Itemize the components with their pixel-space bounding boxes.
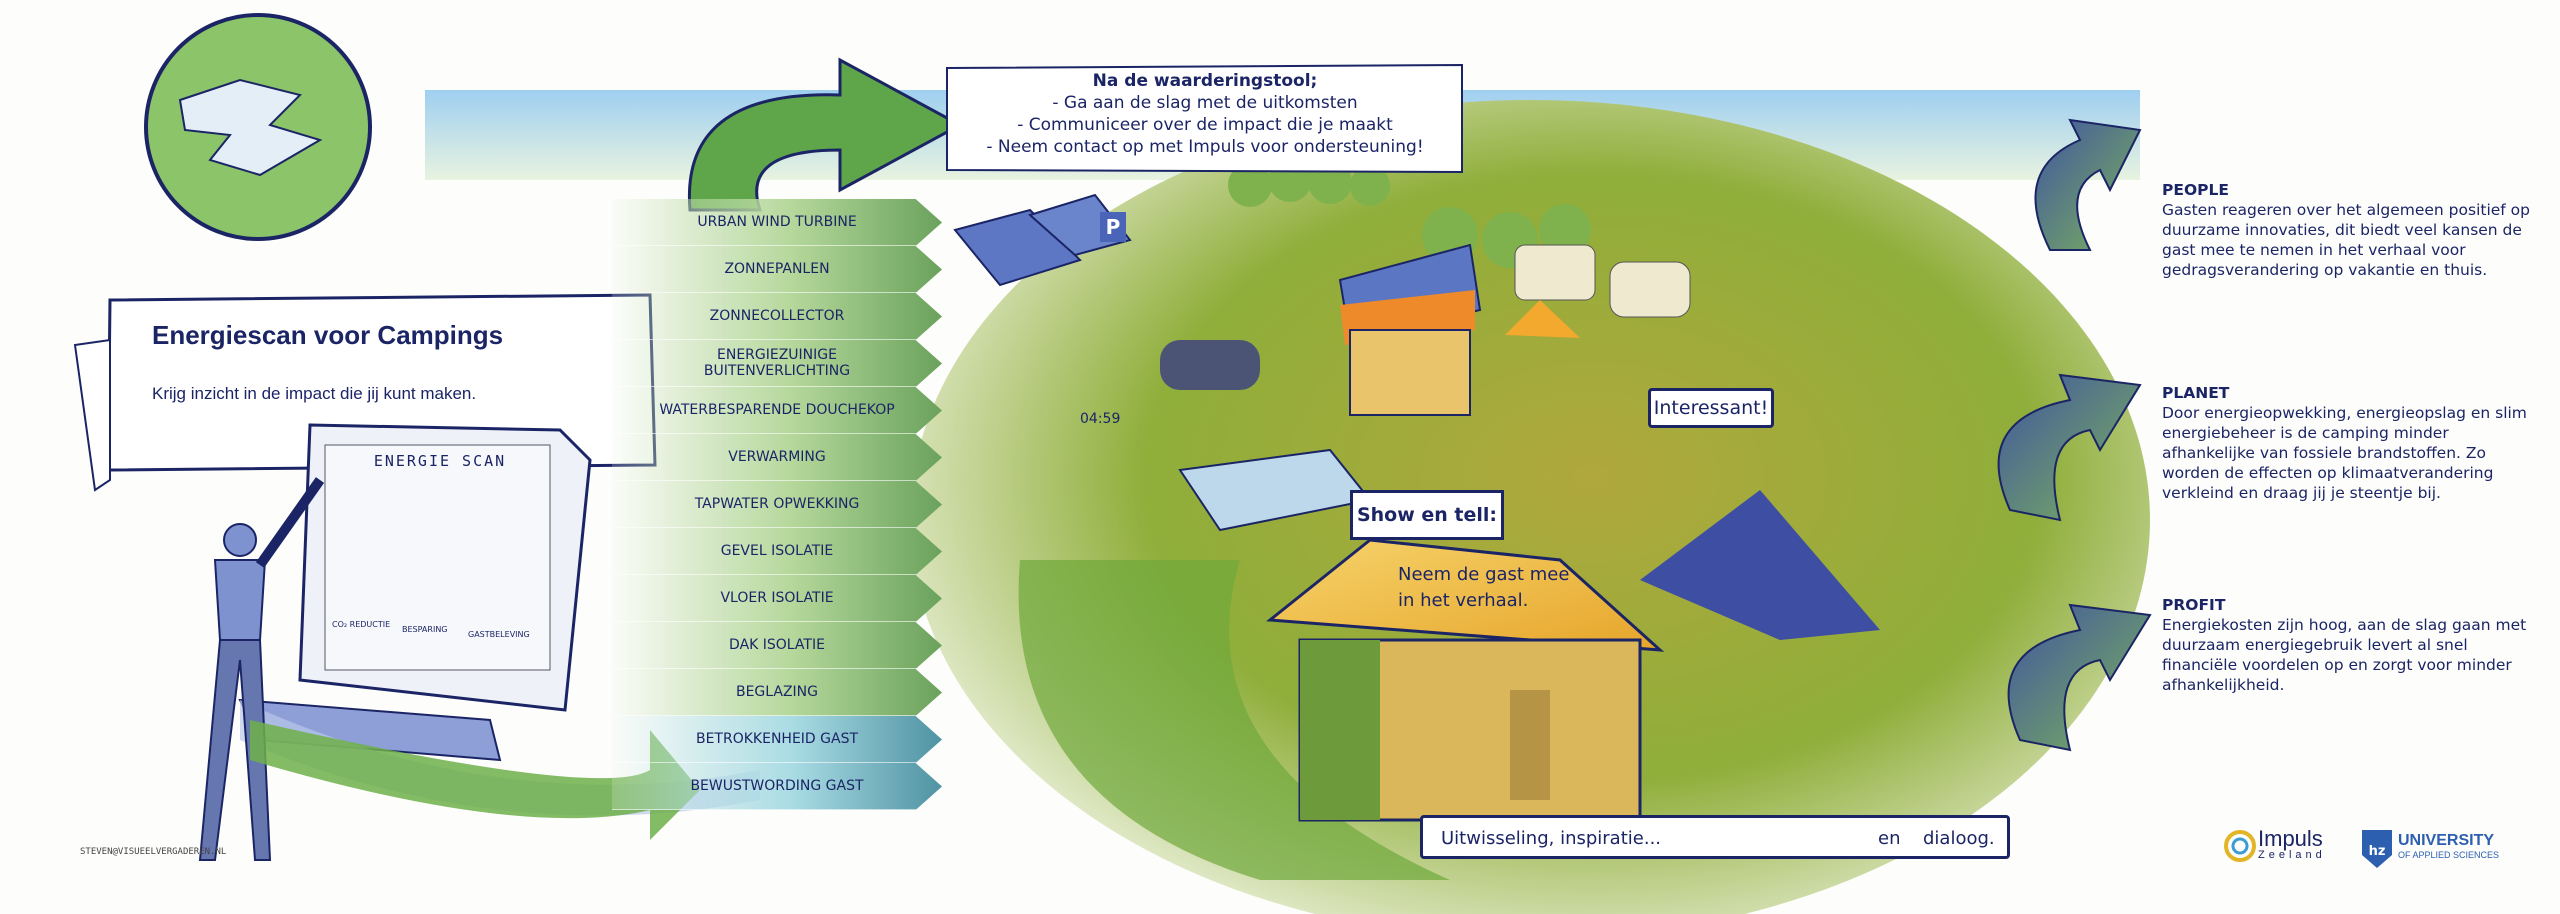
solar-collector (1160, 340, 1260, 390)
pillar-planet: PLANET Door energieopwekking, energieops… (2162, 383, 2542, 503)
bottom-arrow (250, 720, 700, 840)
page-title: Energiescan voor Campings (152, 320, 504, 350)
next-steps-box: Na de waarderingstool; - Ga aan de slag … (950, 66, 1460, 170)
hz-logo: UNIVERSITY OF APPLIED SCIENCES (2398, 832, 2499, 860)
top-arrow (687, 57, 964, 212)
tent (1505, 300, 1580, 338)
pillar-heading: PROFIT (2162, 596, 2226, 614)
show-house (1266, 538, 1665, 822)
caravan (1609, 261, 1691, 318)
caravan (1514, 244, 1596, 301)
artist-signature: STEVEN@VISUEELVERGADEREN.NL (80, 847, 227, 857)
measure-item: GEVEL ISOLATIE (612, 528, 942, 575)
measure-item: DAK ISOLATIE (612, 622, 942, 669)
pillar-heading: PEOPLE (2162, 181, 2229, 199)
measure-item: VERWARMING (612, 434, 942, 481)
measure-item: BEGLAZING (612, 669, 942, 716)
exchange-text: dialoog. (1923, 828, 1995, 849)
page-subtitle: Krijg inzicht in de impact die jij kunt … (152, 384, 477, 403)
timer-display: 04:59 (1080, 411, 1120, 427)
exchange-bar: Uitwisseling, inspiratie... en dialoog. (1420, 815, 2010, 859)
people-arrow (2034, 118, 2142, 251)
hz-shield-lettering: hz (2369, 844, 2386, 859)
exchange-text: Uitwisseling, inspiratie... (1441, 828, 1662, 849)
banner-fold (73, 338, 111, 492)
show-text-line: in het verhaal. (1398, 590, 1529, 611)
measure-item: WATERBESPARENDE DOUCHEKOP (612, 387, 942, 434)
pillar-text: Gasten reageren over het algemeen positi… (2162, 201, 2530, 279)
measure-item: ENERGIEZUINIGE BUITENVERLICHTING (612, 340, 942, 387)
hz-logo-text: UNIVERSITY (2398, 832, 2495, 849)
hz-shield-logo (2362, 830, 2392, 868)
measure-item: VLOER ISOLATIE (612, 575, 942, 622)
planet-arrow (1997, 373, 2142, 522)
grass-path (1018, 560, 1450, 880)
measure-item: ZONNEPANLEN (612, 246, 942, 293)
next-steps-heading: Na de waarderingstool; (1092, 71, 1318, 91)
next-steps-box-frame (946, 63, 1463, 174)
show-and-tell-bubble: Show en tell: (1350, 490, 1504, 540)
impuls-logo-subtext: Zeeland (2258, 849, 2326, 861)
blue-roof (1640, 490, 1880, 640)
hz-logo-subtext: OF APPLIED SCIENCES (2398, 850, 2500, 860)
next-step-item: - Ga aan de slag met de uitkomsten (1052, 93, 1358, 113)
next-step-item: - Communiceer over de impact die je maak… (1017, 115, 1393, 135)
savings-label: BESPARING (402, 625, 448, 634)
impuls-logo-mark (2224, 830, 2256, 862)
person-pointing (198, 477, 325, 861)
interessant-bubble: Interessant! (1648, 388, 1774, 428)
pillar-text: Door energieopwekking, energieopslag en … (2162, 404, 2527, 502)
measure-item: URBAN WIND TURBINE (612, 199, 942, 246)
exchange-text: en (1878, 828, 1901, 849)
parking-sign: P (1106, 215, 1121, 239)
pillar-heading: PLANET (2162, 384, 2230, 402)
zeeland-map (178, 78, 323, 177)
profit-arrow (2007, 603, 2152, 752)
measure-item: BETROKKENHEID GAST (612, 716, 942, 763)
guest-experience-label: GASTBELEVING (468, 630, 530, 639)
scan-screen-title: ENERGIE SCAN (373, 452, 507, 470)
impuls-logo: Impuls Zeeland (2258, 826, 2326, 861)
pillar-text: Energiekosten zijn hoog, aan de slag gaa… (2162, 616, 2527, 694)
measure-item: ZONNECOLLECTOR (612, 293, 942, 340)
show-text-line: Neem de gast mee (1398, 564, 1570, 585)
pillar-profit: PROFIT Energiekosten zijn hoog, aan de s… (2162, 595, 2542, 695)
show-and-tell-text: Neem de gast mee in het verhaal. (1398, 562, 1569, 614)
measure-item: BEWUSTWORDING GAST (612, 763, 942, 810)
impuls-logo-text: Impuls (2258, 826, 2323, 851)
energy-house (1338, 243, 1482, 416)
co2-label: CO₂ REDUCTIE (332, 620, 391, 629)
next-step-item: - Neem contact op met Impuls voor onders… (986, 137, 1424, 157)
solar-carport: P (953, 193, 1132, 287)
measure-item: TAPWATER OPWEKKING (612, 481, 942, 528)
pillar-people: PEOPLE Gasten reageren over het algemeen… (2162, 180, 2542, 280)
